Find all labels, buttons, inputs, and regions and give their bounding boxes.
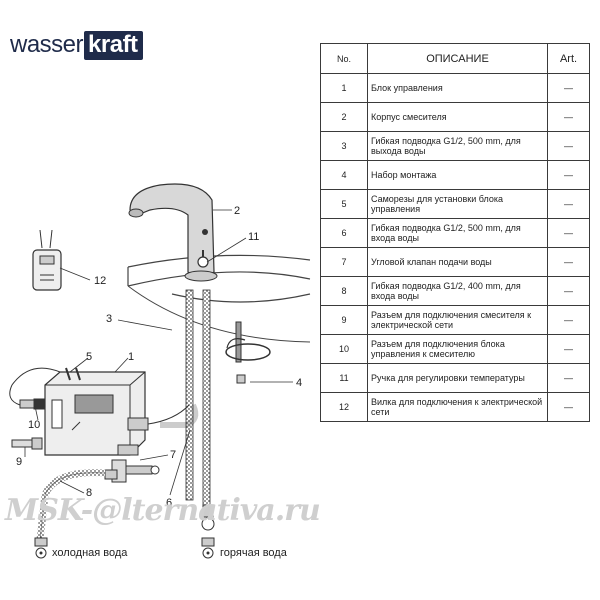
cell-no: 3 <box>320 131 368 161</box>
cell-desc: Вилка для подключения к электрической се… <box>367 392 548 422</box>
cell-art: — <box>547 131 590 161</box>
callout-12: 12 <box>94 275 106 287</box>
connector-10 <box>19 398 45 410</box>
cold-water-label: холодная вода <box>52 547 128 559</box>
cell-desc: Гибкая подводка G1/2, 500 mm, для входа … <box>367 218 548 248</box>
cell-art: — <box>547 160 590 190</box>
cell-art: — <box>547 305 590 335</box>
cell-desc: Саморезы для установки блока управления <box>367 189 548 219</box>
cell-art: — <box>547 102 590 132</box>
cell-art: — <box>547 334 590 364</box>
cell-desc: Гибкая подводка G1/2, 400 mm, для входа … <box>367 276 548 306</box>
callout-10: 10 <box>28 419 40 431</box>
brand-part-2: kraft <box>84 30 143 60</box>
cell-desc: Блок управления <box>367 73 548 103</box>
cold-water-valve <box>34 537 48 559</box>
cell-art: — <box>547 276 590 306</box>
cell-no: 6 <box>320 218 368 248</box>
watermark: MSK-@lternativa.ru <box>5 493 321 528</box>
table-header-row: No. ОПИСАНИЕ Art. <box>320 43 590 74</box>
cell-no: 5 <box>320 189 368 219</box>
hot-water-label: горячая вода <box>220 547 287 559</box>
power-plug <box>32 229 62 291</box>
cell-art: — <box>547 363 590 393</box>
callout-7: 7 <box>170 449 176 461</box>
cell-art: — <box>547 247 590 277</box>
hot-water-valve <box>201 537 215 559</box>
cell-desc: Разъем для подключения блока управления … <box>367 334 548 364</box>
callout-2: 2 <box>234 205 240 217</box>
cell-no: 7 <box>320 247 368 277</box>
callout-6: 6 <box>166 497 172 509</box>
callout-5: 5 <box>86 351 92 363</box>
cell-no: 4 <box>320 160 368 190</box>
angle-valve <box>104 459 160 483</box>
countertop <box>127 254 311 343</box>
callout-8: 8 <box>86 487 92 499</box>
cell-no: 10 <box>320 334 368 364</box>
cell-desc: Ручка для регулировки температуры <box>367 363 548 393</box>
control-block <box>44 371 149 456</box>
callout-11: 11 <box>248 231 259 243</box>
callout-4: 4 <box>296 377 302 389</box>
callout-1: 1 <box>128 351 134 363</box>
header-no: No. <box>320 43 368 74</box>
cell-desc: Набор монтажа <box>367 160 548 190</box>
brand-part-1: wasser <box>10 31 84 58</box>
cell-no: 9 <box>320 305 368 335</box>
cell-no: 11 <box>320 363 368 393</box>
callout-9: 9 <box>16 456 22 468</box>
cell-desc: Угловой клапан подачи воды <box>367 247 548 277</box>
cell-art: — <box>547 218 590 248</box>
faucet-body <box>128 183 218 282</box>
mounting-kit <box>225 321 271 384</box>
cell-no: 8 <box>320 276 368 306</box>
cell-no: 2 <box>320 102 368 132</box>
cell-art: — <box>547 189 590 219</box>
cell-no: 12 <box>320 392 368 422</box>
cell-desc: Гибкая подводка G1/2, 500 mm, для выхода… <box>367 131 548 161</box>
cell-desc: Корпус смесителя <box>367 102 548 132</box>
callout-3: 3 <box>106 313 112 325</box>
hoses-vertical <box>160 289 215 531</box>
screws <box>65 367 81 381</box>
header-art: Art. <box>547 43 590 74</box>
leader-lines <box>24 209 293 496</box>
callout-labels: 1 2 3 4 5 6 7 8 9 10 11 12 <box>16 205 302 509</box>
power-cable <box>9 367 61 406</box>
cell-art: — <box>547 392 590 422</box>
cell-no: 1 <box>320 73 368 103</box>
hose-3 <box>147 404 190 425</box>
connector-9 <box>11 437 43 450</box>
header-description: ОПИСАНИЕ <box>367 43 548 74</box>
cell-desc: Разъем для подключения смесителя к элект… <box>367 305 548 335</box>
cell-art: — <box>547 73 590 103</box>
